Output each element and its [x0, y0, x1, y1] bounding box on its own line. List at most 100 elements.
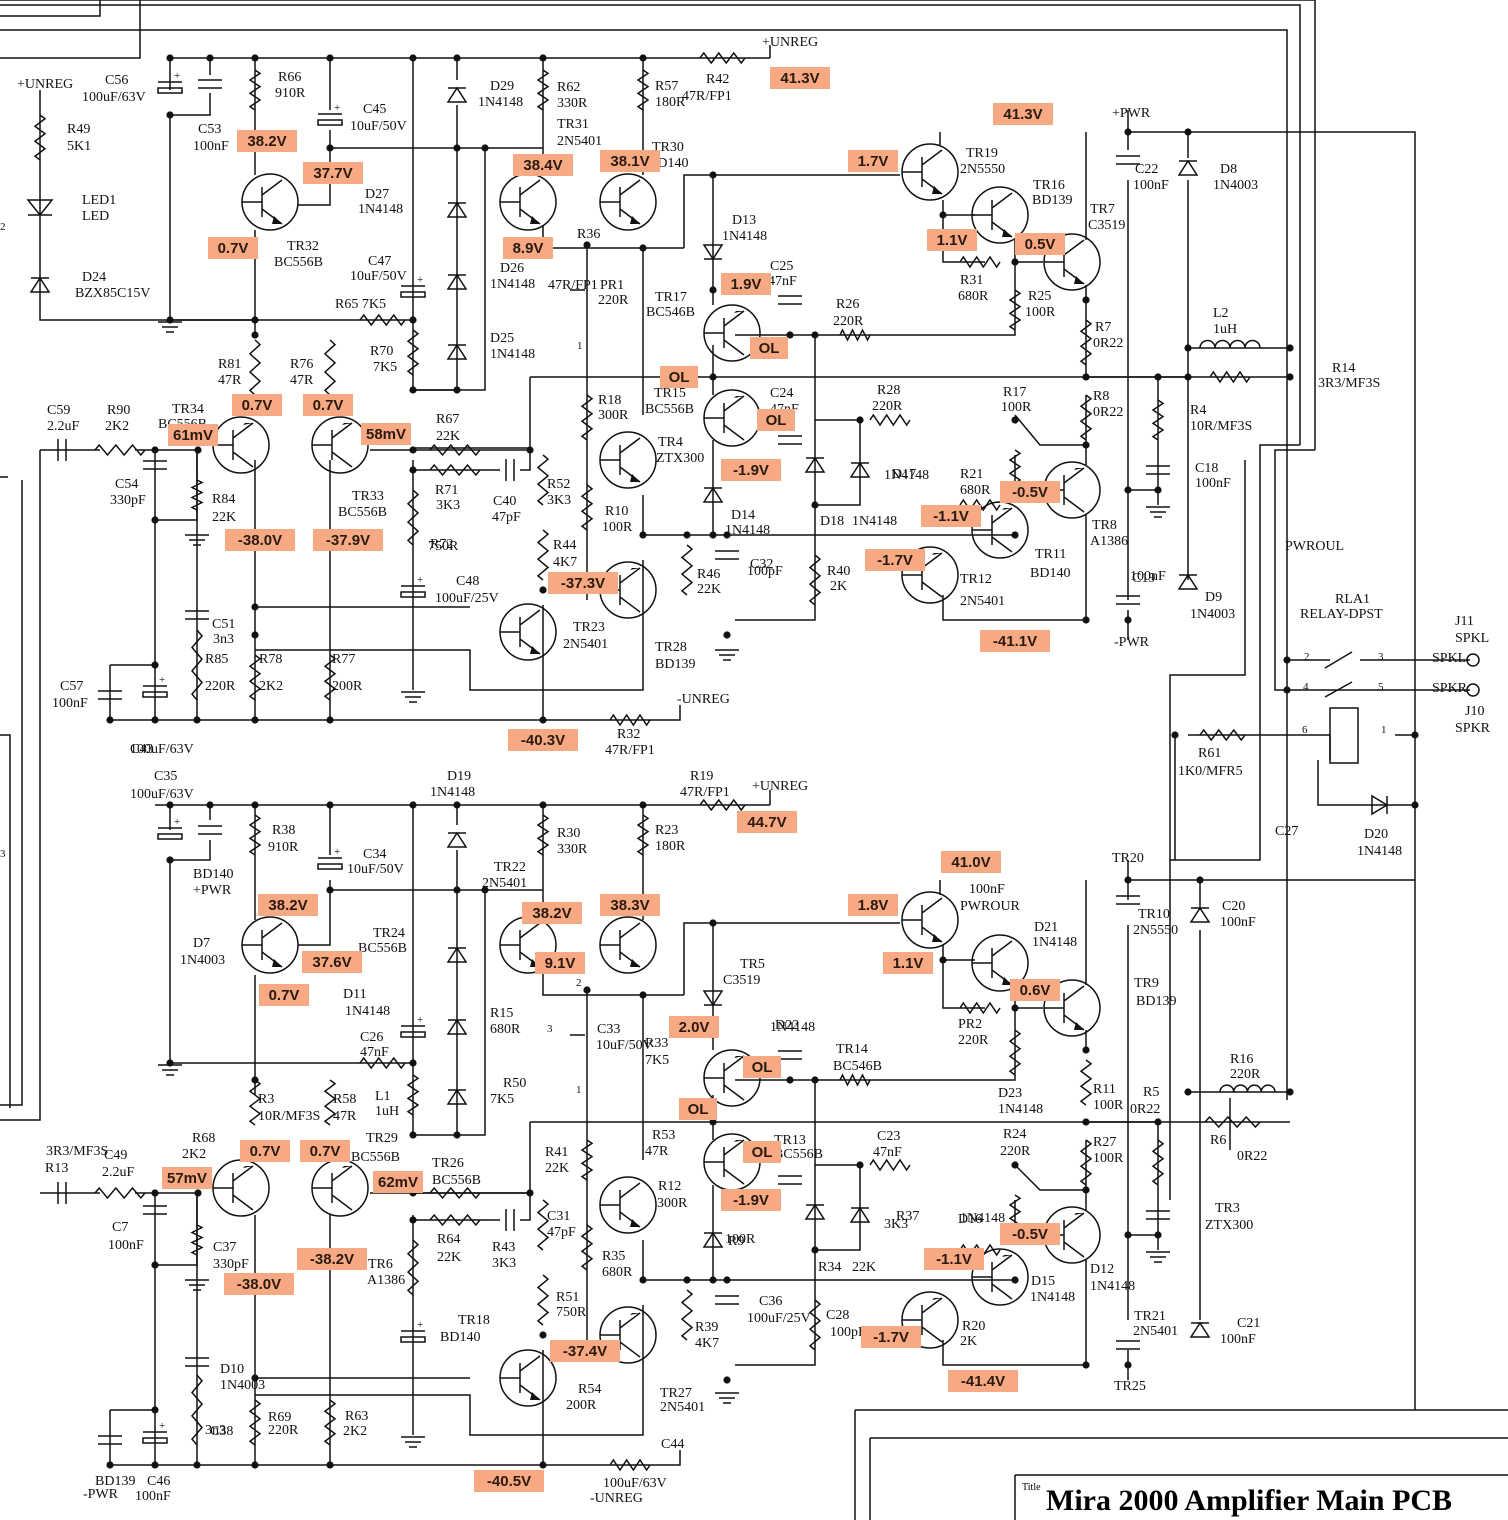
component-label: A1386: [1090, 534, 1128, 549]
resistor-symbol: [406, 489, 420, 546]
component-label: 47R: [290, 373, 314, 388]
component-label: -PWR: [83, 1487, 119, 1502]
voltage-highlight: [535, 952, 585, 974]
component-label: 2N5401: [482, 876, 527, 891]
junction-dot: [326, 54, 334, 62]
wire: [0, 4, 1301, 445]
component-label: C26: [360, 1030, 383, 1045]
component-label: 3R3/MF3S: [1318, 376, 1380, 391]
component-label: 100nF: [969, 882, 1005, 897]
component-label: TR28: [655, 640, 687, 655]
voltage-reading: 8.9V: [503, 237, 553, 259]
junction-dot: [539, 54, 547, 62]
component-label: C57: [60, 679, 83, 694]
wire: [735, 1008, 1016, 1081]
voltage-reading: 37.6V: [302, 951, 362, 973]
resistor-symbol: [190, 479, 204, 511]
resistor-symbol: [1209, 370, 1251, 384]
voltage-reading: 0.5V: [1015, 233, 1065, 255]
transistor-symbol: [619, 567, 641, 584]
component-label: C46: [147, 1474, 170, 1489]
component-label: R32: [617, 727, 640, 742]
voltage-reading: -40.3V: [508, 729, 578, 751]
component-label: SPKL: [1455, 631, 1489, 646]
component-label: 1N4148: [1090, 1279, 1135, 1294]
component-label: TR32: [287, 239, 319, 254]
component-label: 47R/FP1: [605, 743, 655, 758]
junction-dot: [453, 144, 461, 152]
wire: [1014, 414, 1086, 446]
component-label: RLA1: [1335, 592, 1370, 607]
component-label: R57: [655, 79, 678, 94]
component-label: 2K: [960, 1334, 977, 1349]
junction-dot: [151, 1406, 159, 1414]
component-label: TR31: [557, 117, 589, 132]
junction-dot: [106, 1461, 114, 1469]
component-label: 47R: [333, 1109, 357, 1124]
component-label: 2K2: [105, 419, 129, 434]
transistor-symbol: [331, 1165, 353, 1182]
voltage-highlight: [508, 729, 578, 751]
diode-symbol: [804, 456, 826, 473]
voltage-value: 0.7V: [250, 1143, 281, 1160]
inductor-symbol: [1199, 339, 1261, 349]
component-label: R70: [370, 344, 393, 359]
component-label: 220R: [958, 1033, 989, 1048]
component-label: 1N4003: [180, 953, 225, 968]
component-label: R3: [258, 1092, 274, 1107]
electrolytic-capacitor-symbol: [317, 863, 343, 870]
diode-symbol: [446, 273, 468, 290]
polarity-mark: +: [159, 1420, 165, 1432]
wire: [815, 1165, 861, 1251]
wire: [0, 29, 1288, 1100]
resistor-symbol: [808, 1299, 822, 1351]
junction-dot: [709, 1118, 717, 1126]
component-label: TR21: [1134, 1309, 1166, 1324]
voltage-reading: OL: [757, 409, 795, 431]
component-label: C27: [1275, 824, 1298, 839]
voltage-highlight: [1015, 233, 1065, 255]
component-label: -PWR: [1114, 635, 1150, 650]
component-label: TR13: [774, 1133, 806, 1148]
component-label: 10uF/50V: [350, 269, 407, 284]
component-label: 100nF: [52, 696, 88, 711]
component-label: BC556B: [432, 1173, 481, 1188]
transistor-arrow: [530, 216, 540, 224]
diode-symbol: [702, 1231, 724, 1248]
junction-dot: [326, 801, 334, 809]
component-label: 2N5401: [563, 637, 608, 652]
component-label: 1N4148: [1032, 935, 1077, 950]
junction-dot: [1184, 373, 1192, 381]
component-label: BC556B: [358, 941, 407, 956]
component-label: R37: [896, 1209, 919, 1224]
voltage-value: 8.9V: [513, 240, 544, 257]
transistor-symbol: [723, 339, 745, 356]
transistor-symbol: [619, 179, 641, 196]
junction-dot: [151, 516, 159, 524]
component-label: 1: [1381, 724, 1387, 736]
component-label: 200R: [332, 679, 363, 694]
component-label: BC546B: [646, 305, 695, 320]
resistor-symbol: [248, 814, 262, 856]
diode-symbol: [702, 990, 724, 1007]
component-label: 1: [577, 340, 583, 352]
wire: [0, 450, 41, 1121]
component-label: D8: [1220, 162, 1237, 177]
resistor-symbol: [429, 443, 481, 457]
component-label: 1N4148: [960, 1211, 1005, 1226]
voltage-reading: 37.7V: [303, 162, 363, 184]
junction-dot: [639, 1276, 647, 1284]
junction-dot: [206, 54, 214, 62]
voltage-highlight: [297, 1248, 367, 1270]
junction-dot: [326, 144, 334, 152]
wire: [542, 225, 684, 249]
junction-dot: [1124, 1231, 1132, 1239]
voltage-value: -37.3V: [561, 575, 605, 592]
component-label: D23: [998, 1086, 1022, 1101]
component-label: 1: [576, 1084, 582, 1096]
component-label: ZTX300: [1205, 1218, 1253, 1233]
voltage-highlight: [948, 1370, 1018, 1392]
resistor-symbol: [536, 529, 550, 581]
voltage-value: 38.4V: [523, 157, 562, 174]
